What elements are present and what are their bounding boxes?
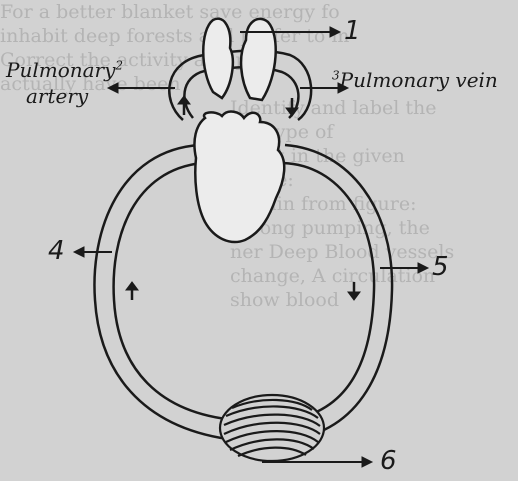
capillary-bed: [220, 395, 324, 461]
pulmonary-vein-number: 3: [332, 68, 340, 82]
pulmonary-artery-label: Pulmonary2: [6, 58, 123, 82]
heart-shape: [194, 112, 284, 242]
label-6: 6: [380, 446, 397, 476]
label-1: 1: [344, 16, 361, 46]
pointer-5: [380, 263, 428, 273]
arrow-down-aorta: [348, 282, 360, 300]
pulmonary-artery-text: Pulmonary: [6, 58, 115, 82]
label-5: 5: [432, 252, 449, 282]
arrow-up-vena-cava: [126, 282, 138, 300]
left-lung-shape: [203, 19, 233, 98]
pointer-pulmonary-artery: [108, 83, 175, 93]
artery-label-line2: artery: [26, 84, 88, 108]
pointer-4: [74, 247, 112, 257]
label-4: 4: [48, 236, 65, 266]
pulmonary-artery-number: 2: [115, 58, 123, 72]
pulmonary-vein-label: 3Pulmonary vein: [332, 68, 498, 92]
pulmonary-vein-text: Pulmonary vein: [340, 68, 498, 92]
